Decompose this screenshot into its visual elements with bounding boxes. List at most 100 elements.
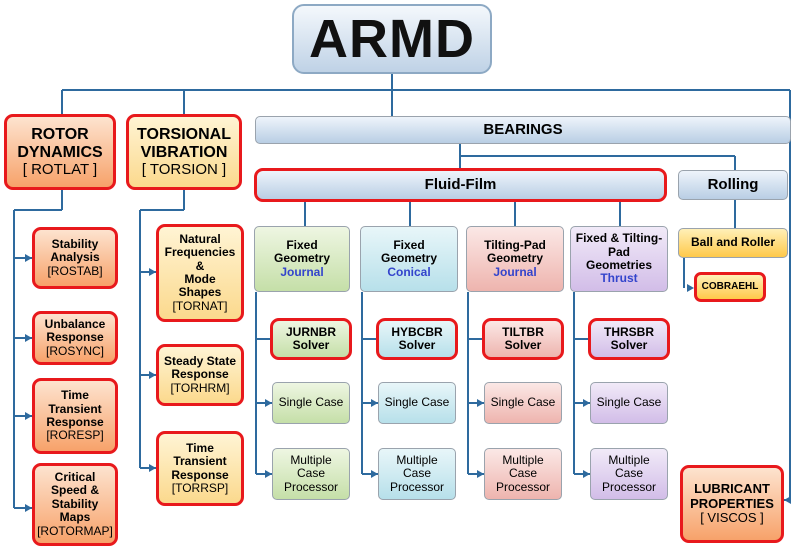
critical-line4: Maps xyxy=(59,510,91,525)
rotor-name-line2: DYNAMICS xyxy=(17,143,103,161)
col3-solver-line1: TILTBR xyxy=(502,324,544,339)
fixed-geometry-journal-head[interactable]: Fixed Geometry Journal xyxy=(254,226,350,292)
lubricant-line1: LUBRICANT xyxy=(694,481,770,497)
col4-multi-line2: Case xyxy=(614,466,643,481)
natural-line1: Natural xyxy=(179,231,221,246)
critical-speed-box[interactable]: Critical Speed & Stability Maps [ROTORMA… xyxy=(32,463,118,546)
col1-single-case-box[interactable]: Single Case xyxy=(272,382,350,424)
col4-multi-line1: Multiple xyxy=(608,452,650,467)
col2-single-case-box[interactable]: Single Case xyxy=(378,382,456,424)
rolling-box[interactable]: Rolling xyxy=(678,170,788,200)
col3-multi-line1: Multiple xyxy=(502,452,544,467)
col4-multi-line3: Processor xyxy=(601,479,657,494)
col2-head-line2: Geometry xyxy=(380,251,438,266)
torsion-code: [ TORSION ] xyxy=(141,160,227,178)
torsion-transient-line2: Transient xyxy=(173,454,227,469)
col4-head-type: Thrust xyxy=(600,271,638,286)
fluid-film-bar[interactable]: Fluid-Film xyxy=(254,168,667,202)
fluid-film-label: Fluid-Film xyxy=(424,175,497,193)
ball-roller-label: Ball and Roller xyxy=(690,235,776,250)
col3-multi-line2: Case xyxy=(508,466,537,481)
thrsbr-solver-box[interactable]: THRSBR Solver xyxy=(588,318,670,360)
col3-head-type: Journal xyxy=(493,264,537,279)
torsion-name-line1: TORSIONAL xyxy=(137,125,231,143)
col4-single-case: Single Case xyxy=(596,395,662,410)
bearings-label: BEARINGS xyxy=(483,120,563,138)
col1-multiple-case-box[interactable]: Multiple Case Processor xyxy=(272,448,350,500)
stability-line1: Stability xyxy=(51,236,99,251)
col2-single-case: Single Case xyxy=(384,395,450,410)
natural-line4: Mode xyxy=(184,272,216,286)
rotor-transient-code: [RORESP] xyxy=(46,428,104,443)
steady-state-box[interactable]: Steady State Response [TORHRM] xyxy=(156,344,244,406)
tiltbr-solver-box[interactable]: TILTBR Solver xyxy=(482,318,564,360)
rotor-time-transient-box[interactable]: Time Transient Response [RORESP] xyxy=(32,378,118,454)
torsional-vibration-box[interactable]: TORSIONAL VIBRATION [ TORSION ] xyxy=(126,114,242,190)
arrowhead xyxy=(149,464,156,472)
col2-multi-line2: Case xyxy=(402,466,431,481)
col4-multiple-case-box[interactable]: Multiple Case Processor xyxy=(590,448,668,500)
rotor-name-line1: ROTOR xyxy=(31,125,89,143)
col3-single-case-box[interactable]: Single Case xyxy=(484,382,562,424)
unbalance-code: [ROSYNC] xyxy=(45,343,104,358)
stability-code: [ROSTAB] xyxy=(47,263,103,278)
lubricant-code: [ VISCOS ] xyxy=(700,510,764,526)
col4-head-line1: Fixed & Tilting- xyxy=(575,231,663,246)
natural-line5: Shapes xyxy=(178,285,222,300)
arrowhead xyxy=(25,334,32,342)
fixed-geometry-conical-head[interactable]: Fixed Geometry Conical xyxy=(360,226,458,292)
col4-single-case-box[interactable]: Single Case xyxy=(590,382,668,424)
col3-head-line1: Tilting-Pad xyxy=(484,237,546,252)
rotor-transient-line2: Transient xyxy=(48,401,102,416)
arrowhead xyxy=(149,268,156,276)
col1-multi-line1: Multiple xyxy=(290,452,332,467)
col1-single-case: Single Case xyxy=(278,395,344,410)
col2-multi-line1: Multiple xyxy=(396,452,438,467)
col3-multiple-case-box[interactable]: Multiple Case Processor xyxy=(484,448,562,500)
col2-head-type: Conical xyxy=(387,264,431,279)
arrowhead xyxy=(265,399,272,407)
torsion-name-line2: VIBRATION xyxy=(140,143,228,161)
rotor-transient-line1: Time xyxy=(61,388,89,403)
arrowhead xyxy=(477,399,484,407)
col2-head-line1: Fixed xyxy=(393,237,425,252)
jurnbr-solver-box[interactable]: JURNBR Solver xyxy=(270,318,352,360)
lubricant-properties-box[interactable]: LUBRICANT PROPERTIES [ VISCOS ] xyxy=(680,465,784,543)
lubricant-line2: PROPERTIES xyxy=(690,495,774,511)
arrowhead xyxy=(25,504,32,512)
arrowhead xyxy=(371,470,378,478)
arrowhead xyxy=(25,254,32,262)
natural-code: [TORNAT] xyxy=(172,298,228,313)
col1-solver-line1: JURNBR xyxy=(285,324,336,339)
thrust-geometries-head[interactable]: Fixed & Tilting- Pad Geometries Thrust xyxy=(570,226,668,292)
ball-and-roller-box[interactable]: Ball and Roller xyxy=(678,228,788,258)
bearings-bar[interactable]: BEARINGS xyxy=(255,116,791,144)
col3-head-line2: Geometry xyxy=(486,251,544,266)
torsion-transient-code: [TORRSP] xyxy=(171,480,229,495)
cobraehl-box[interactable]: COBRAEHL xyxy=(694,272,766,302)
arrowhead xyxy=(25,412,32,420)
unbalance-response-box[interactable]: Unbalance Response [ROSYNC] xyxy=(32,311,118,365)
col4-solver-line2: Solver xyxy=(610,338,648,352)
torsion-transient-line3: Response xyxy=(171,467,229,482)
col2-multi-line3: Processor xyxy=(389,479,445,494)
stability-line2: Analysis xyxy=(50,250,100,265)
torsion-time-transient-box[interactable]: Time Transient Response [TORRSP] xyxy=(156,431,244,506)
stability-analysis-box[interactable]: Stability Analysis [ROSTAB] xyxy=(32,227,118,289)
arrowhead xyxy=(371,399,378,407)
rolling-label: Rolling xyxy=(707,175,759,193)
col2-multiple-case-box[interactable]: Multiple Case Processor xyxy=(378,448,456,500)
rotor-code: [ ROTLAT ] xyxy=(22,160,98,178)
col3-single-case: Single Case xyxy=(490,395,556,410)
col2-solver-line1: HYBCBR xyxy=(391,324,443,339)
col3-solver-line2: Solver xyxy=(504,338,542,352)
hybcbr-solver-box[interactable]: HYBCBR Solver xyxy=(376,318,458,360)
armd-title-box: ARMD xyxy=(292,4,492,74)
arrowhead xyxy=(477,470,484,478)
tilting-pad-journal-head[interactable]: Tilting-Pad Geometry Journal xyxy=(466,226,564,292)
arrowhead xyxy=(583,399,590,407)
natural-line2: Frequencies xyxy=(164,245,236,260)
natural-frequencies-box[interactable]: Natural Frequencies & Mode Shapes [TORNA… xyxy=(156,224,244,322)
rotor-dynamics-box[interactable]: ROTOR DYNAMICS [ ROTLAT ] xyxy=(4,114,116,190)
